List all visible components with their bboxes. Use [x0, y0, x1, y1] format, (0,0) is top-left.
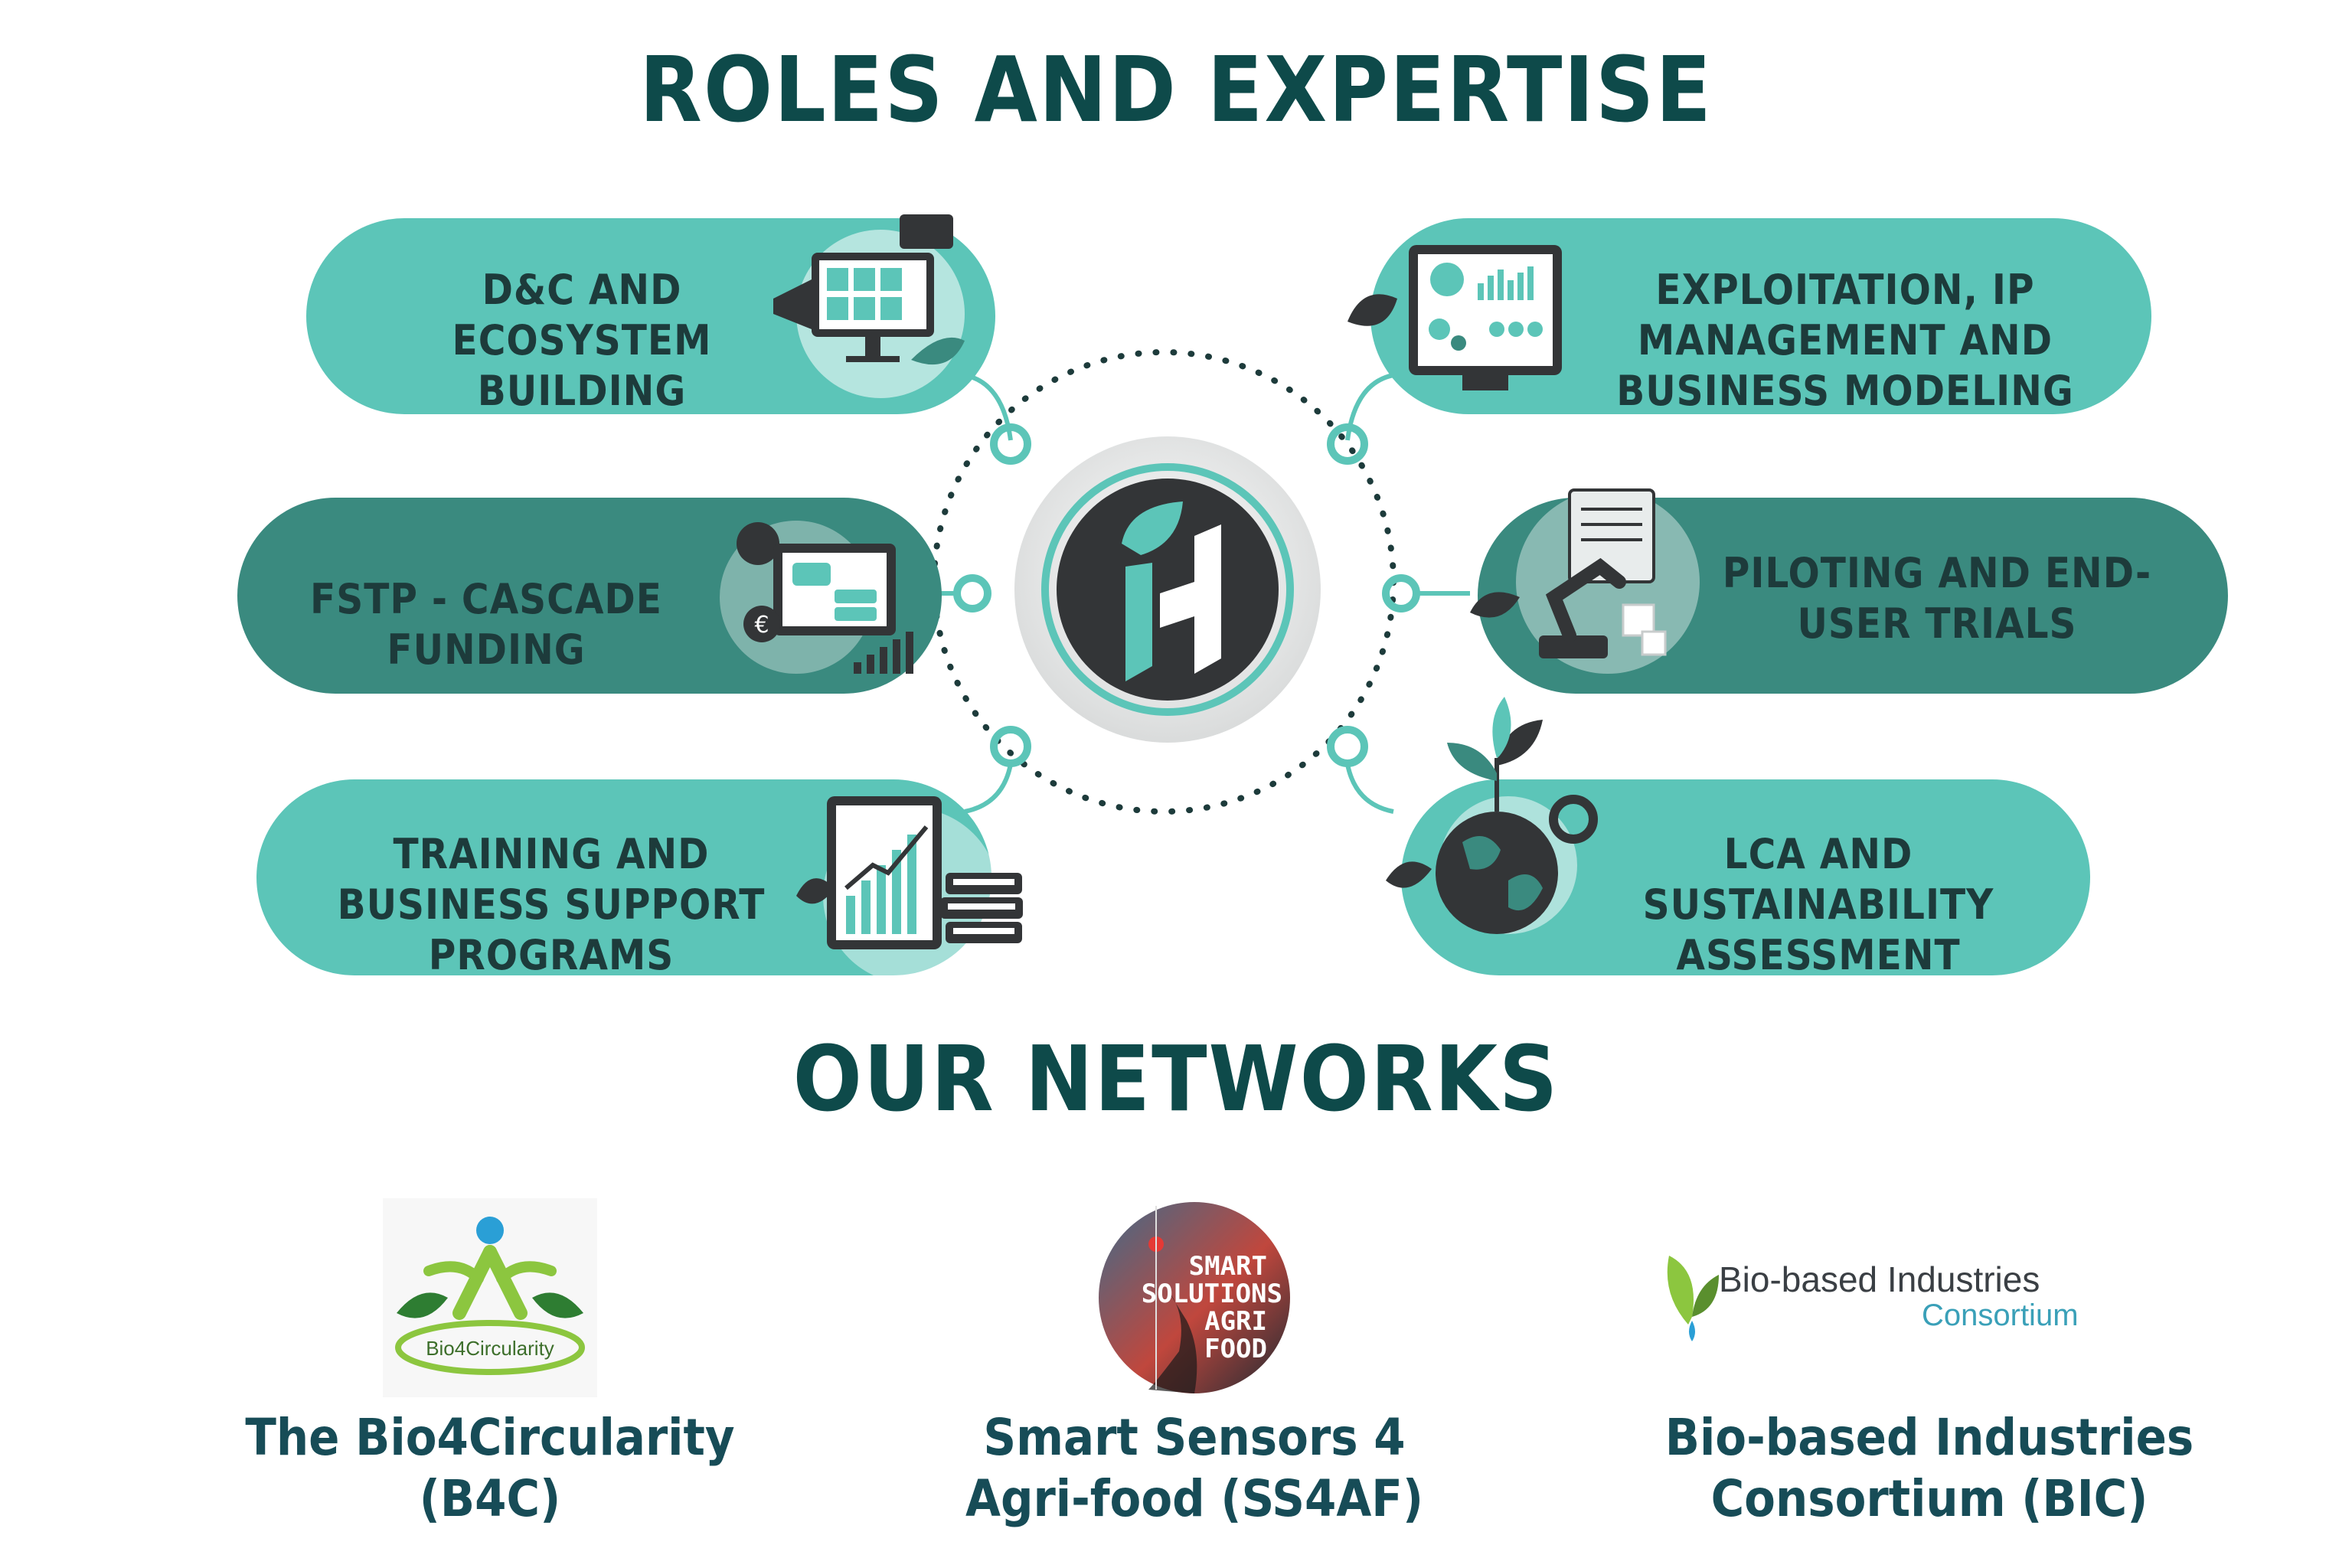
bic-logo-icon — [1667, 1256, 1719, 1341]
bic-logo-subtitle: Consortium — [1922, 1298, 2079, 1332]
network-label-bic: Bio-based Industries Consortium (BIC) — [1664, 1408, 2194, 1528]
connector-training — [964, 726, 1031, 814]
connector-piloting — [1382, 574, 1470, 612]
smart-logo-line-4: FOOD — [1204, 1334, 1267, 1364]
dashboard-icon — [1348, 245, 1562, 390]
bio4circularity-logo-text: Bio4Circularity — [426, 1337, 554, 1360]
connector-lca — [1327, 726, 1394, 814]
page-title: ROLES AND EXPERTISE — [639, 37, 1713, 142]
network-label-ss4af: Smart Sensors 4 Agri-food (SS4AF) — [965, 1408, 1423, 1528]
role-label-exploitation: EXPLOITATION, IP MANAGEMENT AND BUSINESS… — [1616, 266, 2074, 415]
role-label-fstp: FSTP - CASCADE FUNDING — [310, 575, 662, 674]
role-label-piloting: PILOTING AND END-USER TRIALS — [1722, 549, 2152, 648]
robot-arm-icon — [1470, 488, 1700, 674]
smart-logo-line-1: SMART — [1189, 1251, 1267, 1282]
bic-logo-title: Bio-based Industries — [1719, 1259, 2040, 1299]
role-label-d-and-c: D&C AND ECOSYSTEM BUILDING — [452, 266, 712, 415]
network-label-b4c: The Bio4Circularity (B4C) — [245, 1408, 735, 1528]
smart-logo-line-2: SOLUTIONS — [1142, 1279, 1282, 1309]
connector-exploitation — [1327, 373, 1394, 465]
networks-title: OUR NETWORKS — [792, 1026, 1560, 1132]
growth-chart-books-icon — [796, 796, 1023, 984]
funding-monitor-icon: € — [720, 521, 913, 674]
role-label-lca: LCA AND SUSTAINABILITY ASSESSMENT — [1642, 830, 1994, 979]
svg-text:€: € — [754, 612, 769, 639]
smart-solutions-agrifood-logo: SMART SOLUTIONS AGRI FOOD — [1099, 1202, 1290, 1393]
role-label-training: TRAINING AND BUSINESS SUPPORT PROGRAMS — [337, 830, 766, 979]
smart-logo-line-3: AGRI — [1204, 1306, 1267, 1337]
bio4circularity-logo: Bio4Circularity — [383, 1198, 597, 1397]
globe-plant-icon — [1386, 697, 1598, 934]
monitor-megaphone-icon — [773, 214, 965, 398]
h-leaf-logo-icon — [1014, 436, 1321, 743]
